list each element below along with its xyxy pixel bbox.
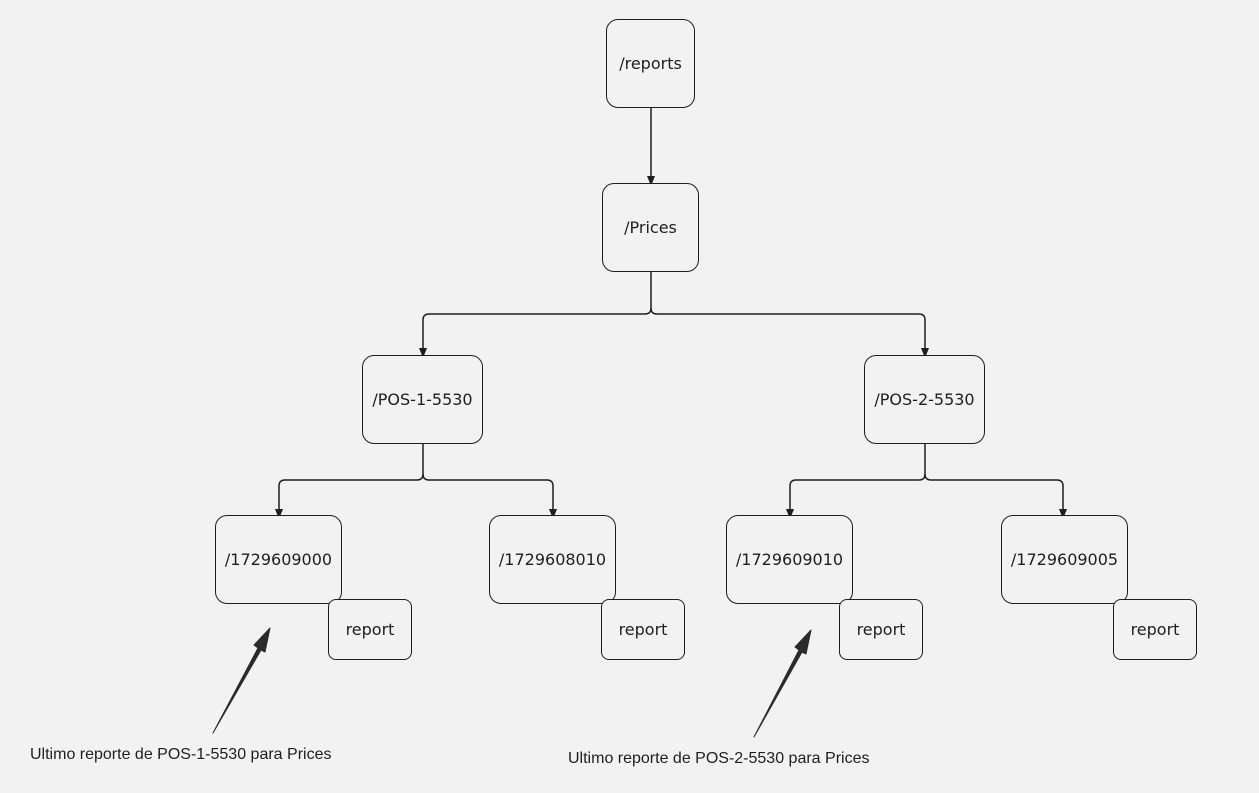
annotation-caption-right: Ultimo reporte de POS-2-5530 para Prices bbox=[568, 750, 870, 767]
annotation-arrow-right bbox=[753, 629, 812, 738]
node-report-3[interactable]: report bbox=[839, 599, 923, 660]
node-reports-label: /reports bbox=[619, 54, 682, 73]
node-reports[interactable]: /reports bbox=[606, 19, 695, 108]
node-report-4[interactable]: report bbox=[1113, 599, 1197, 660]
node-prices-label: /Prices bbox=[624, 218, 677, 237]
node-timestamp-2-label: /1729608010 bbox=[498, 550, 607, 569]
annotation-caption-left: Ultimo reporte de POS-1-5530 para Prices bbox=[30, 746, 332, 763]
edge-pos2-t4 bbox=[924, 473, 1067, 519]
node-pos-2-label: /POS-2-5530 bbox=[874, 390, 975, 409]
edge-prices-pos1 bbox=[419, 272, 652, 358]
node-timestamp-1[interactable]: /1729609000 bbox=[215, 515, 342, 604]
node-report-1[interactable]: report bbox=[328, 599, 412, 660]
node-timestamp-2[interactable]: /1729608010 bbox=[489, 515, 616, 604]
edge-pos1-t2 bbox=[422, 473, 557, 519]
node-pos-1[interactable]: /POS-1-5530 bbox=[362, 355, 483, 444]
node-pos-1-label: /POS-1-5530 bbox=[372, 390, 473, 409]
annotation-arrow-left bbox=[212, 627, 271, 734]
node-timestamp-3-label: /1729609010 bbox=[735, 550, 844, 569]
node-report-2[interactable]: report bbox=[601, 599, 685, 660]
edge-prices-pos2 bbox=[650, 307, 929, 358]
node-timestamp-1-label: /1729609000 bbox=[224, 550, 333, 569]
node-report-4-label: report bbox=[1130, 620, 1180, 639]
edge-pos1-t1 bbox=[275, 444, 424, 519]
node-timestamp-4[interactable]: /1729609005 bbox=[1001, 515, 1128, 604]
node-report-2-label: report bbox=[618, 620, 668, 639]
node-pos-2[interactable]: /POS-2-5530 bbox=[864, 355, 985, 444]
node-timestamp-3[interactable]: /1729609010 bbox=[726, 515, 853, 604]
node-report-1-label: report bbox=[345, 620, 395, 639]
edge-pos2-t3 bbox=[786, 444, 926, 519]
node-report-3-label: report bbox=[856, 620, 906, 639]
node-timestamp-4-label: /1729609005 bbox=[1010, 550, 1119, 569]
node-prices[interactable]: /Prices bbox=[602, 183, 699, 272]
